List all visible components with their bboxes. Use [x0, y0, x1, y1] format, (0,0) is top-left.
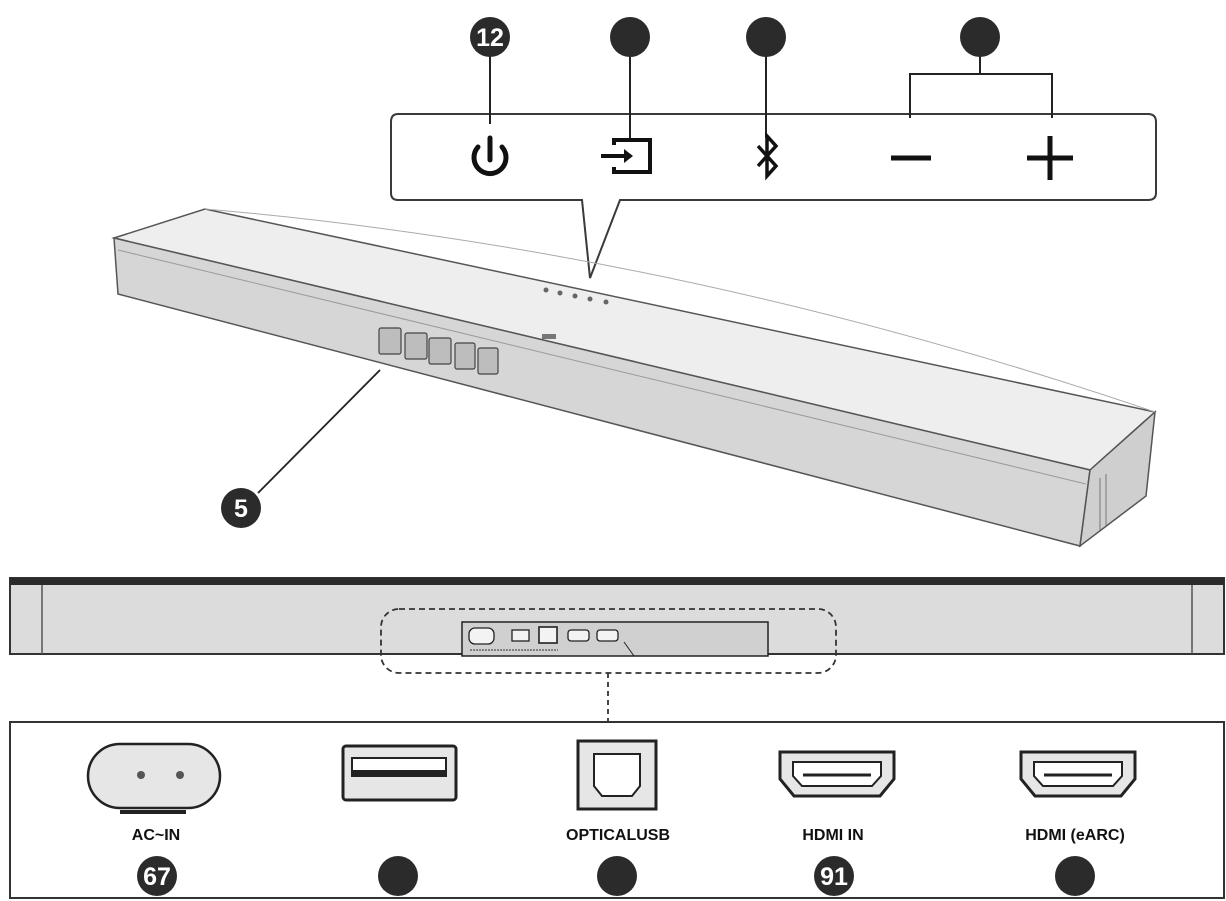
callout-badge-display: 5 [221, 488, 261, 528]
callout-label: 5 [234, 495, 248, 523]
port-label-optical: OPTICALUSB [566, 827, 670, 844]
callout-label: 67 [143, 863, 171, 891]
hdmi-in-port-icon [778, 750, 896, 798]
leader-bracket-volume [909, 56, 1053, 118]
control-panel-frame [390, 113, 1157, 279]
port-zoom-panel: AC~IN OPTICALUSB HDMI IN HDMI (eARC) 67 … [9, 721, 1225, 899]
top-control-dots [543, 287, 609, 305]
port-label-ac-in: AC~IN [132, 827, 180, 844]
callout-badge-hdmi-in: 91 [814, 856, 854, 896]
soundbar-rear-view [9, 577, 1225, 722]
soundbar-end-cap [1079, 410, 1156, 548]
front-logo [542, 334, 556, 339]
port-label-hdmi-in: HDMI IN [802, 827, 863, 844]
callout-badge-volume [960, 17, 1000, 57]
soundbar-top-surface [111, 208, 1157, 471]
port-label-hdmi-earc: HDMI (eARC) [1025, 827, 1125, 844]
callout-badge-input [610, 17, 650, 57]
top-control-panel: 12 [390, 17, 1157, 279]
usb-port-icon [341, 744, 458, 802]
hdmi-earc-port-icon [1019, 750, 1137, 798]
callout-badge-usb [378, 856, 418, 896]
callout-badge-ac-in: 67 [137, 856, 177, 896]
optical-port-icon [576, 739, 658, 811]
callout-badge-optical [597, 856, 637, 896]
callout-label: 91 [820, 863, 848, 891]
soundbar-perspective: 5 [111, 208, 1157, 548]
callout-badge-hdmi-earc [1055, 856, 1095, 896]
leader-line-display [257, 369, 381, 494]
volume-up-icon[interactable] [1027, 136, 1073, 180]
callout-badge-bluetooth [746, 17, 786, 57]
callout-label: 12 [476, 24, 504, 52]
display-icon [378, 327, 499, 375]
callout-badge-power: 12 [470, 17, 510, 57]
power-icon[interactable] [471, 135, 509, 177]
input-source-icon[interactable] [601, 138, 652, 174]
bluetooth-icon[interactable] [756, 131, 779, 181]
ac-in-port-icon [86, 742, 222, 814]
